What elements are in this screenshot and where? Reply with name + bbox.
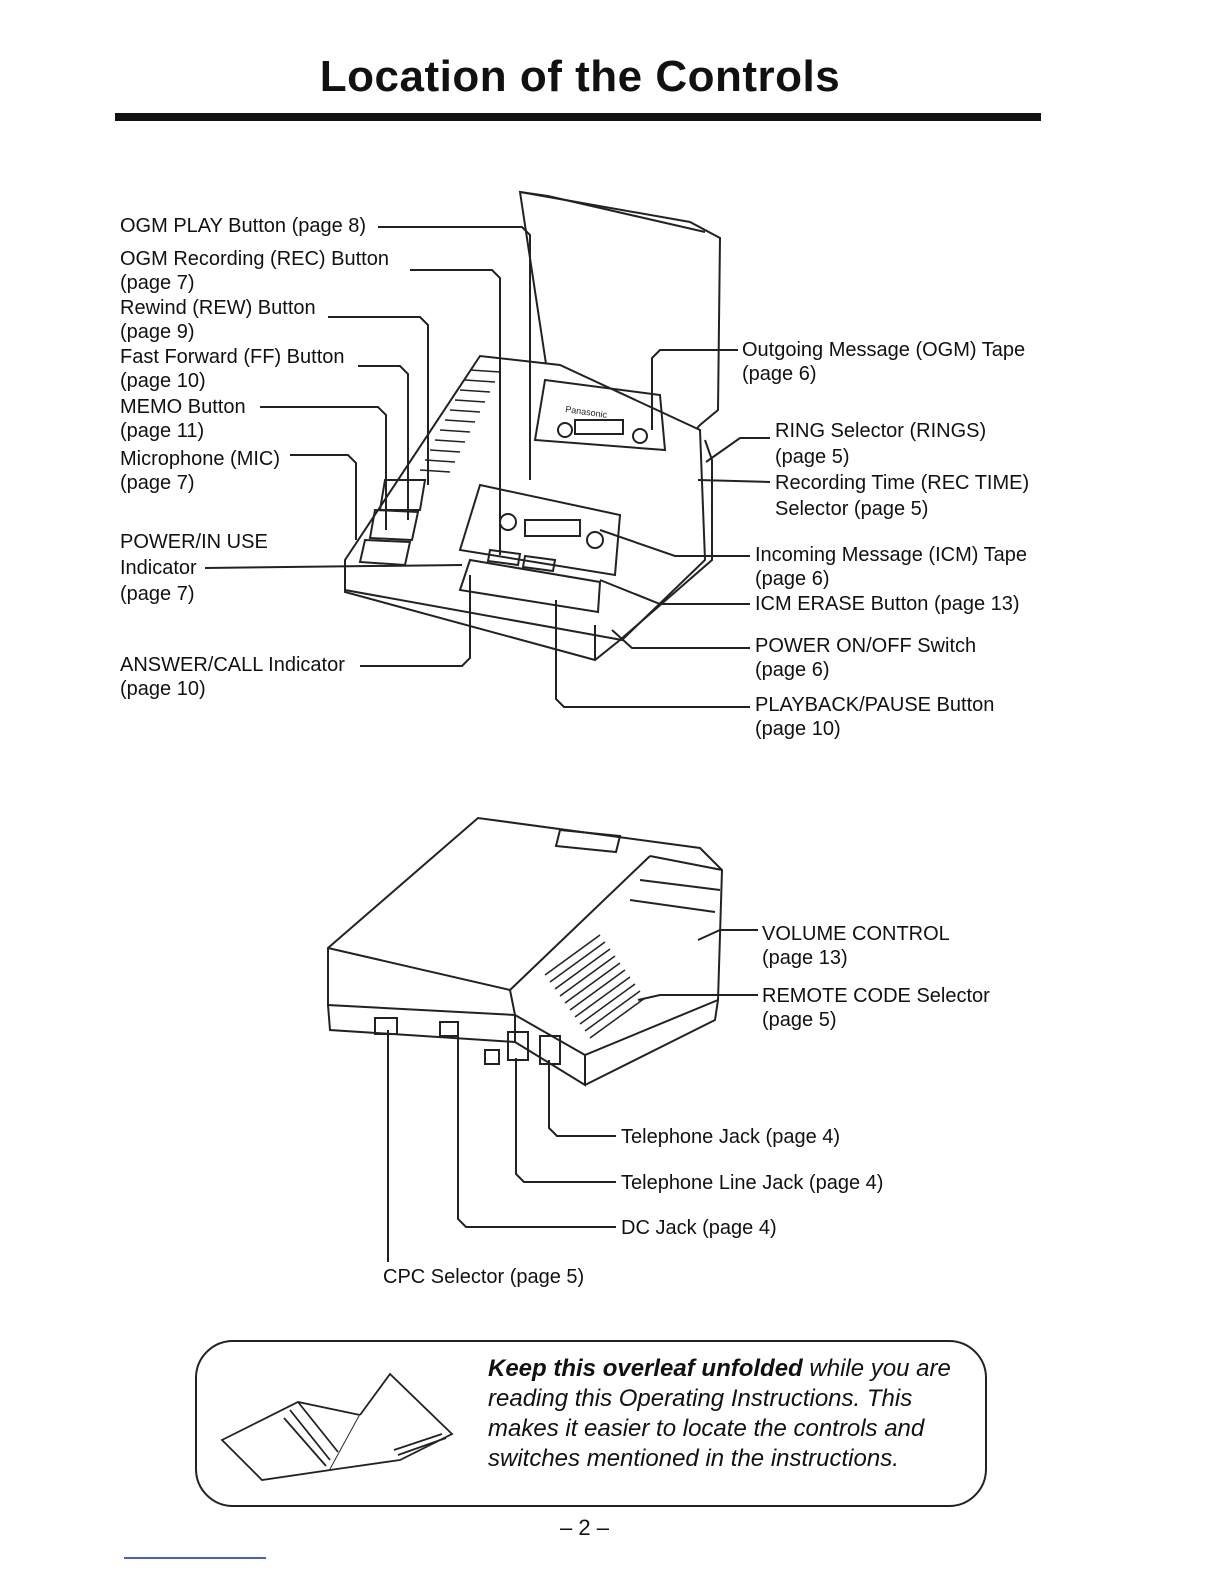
footer-rule (124, 1557, 266, 1559)
icm-erase-label: ICM ERASE Button (page 13) (755, 593, 1020, 615)
remote-code-label: REMOTE CODE Selector (page 5) (762, 985, 990, 1031)
telephone-jack-label: Telephone Jack (page 4) (621, 1126, 841, 1148)
ring-selector-label: RING Selector (RINGS) (page 5) (775, 420, 987, 468)
note-text: Keep this overleaf unfolded while you ar… (488, 1354, 968, 1474)
note-box (195, 1340, 987, 1507)
ff-label: Fast Forward (FF) Button (page 10) (120, 346, 345, 392)
memo-label: MEMO Button (page 11) (120, 396, 246, 442)
answer-call-label: ANSWER/CALL Indicator (page 10) (120, 654, 345, 700)
ogm-tape-label: Outgoing Message (OGM) Tape (page 6) (742, 339, 1026, 385)
note-rest: while you are reading this Operating Ins… (488, 1355, 951, 1472)
power-switch-label: POWER ON/OFF Switch (page 6) (755, 635, 977, 681)
rew-label: Rewind (REW) Button (page 9) (120, 297, 316, 343)
ogm-play-label: OGM PLAY Button (page 8) (120, 215, 367, 237)
page-title: Location of the Controls (319, 52, 841, 101)
mic-label: Microphone (MIC) (page 7) (120, 448, 281, 494)
title-underline (115, 113, 1041, 121)
ogm-rec-label: OGM Recording (REC) Button (page 7) (120, 248, 389, 294)
dc-jack-label: DC Jack (page 4) (621, 1217, 777, 1239)
cpc-selector-label: CPC Selector (page 5) (383, 1266, 585, 1288)
open-book-icon (220, 1372, 454, 1481)
volume-control-label: VOLUME CONTROL (page 13) (762, 923, 950, 969)
answering-machine-top-view (344, 190, 722, 662)
power-in-use-label: POWER/IN USE Indicator (page 7) (120, 531, 268, 605)
playback-pause-label: PLAYBACK/PAUSE Button (page 10) (755, 694, 995, 740)
telephone-line-jack-label: Telephone Line Jack (page 4) (621, 1172, 884, 1194)
answering-machine-rear-view (327, 816, 724, 1087)
page-number: – 2 – (560, 1515, 609, 1540)
note-bold: Keep this overleaf unfolded (488, 1355, 803, 1382)
icm-tape-label: Incoming Message (ICM) Tape (page 6) (755, 544, 1027, 590)
rec-time-label: Recording Time (REC TIME) Selector (page… (775, 472, 1030, 520)
